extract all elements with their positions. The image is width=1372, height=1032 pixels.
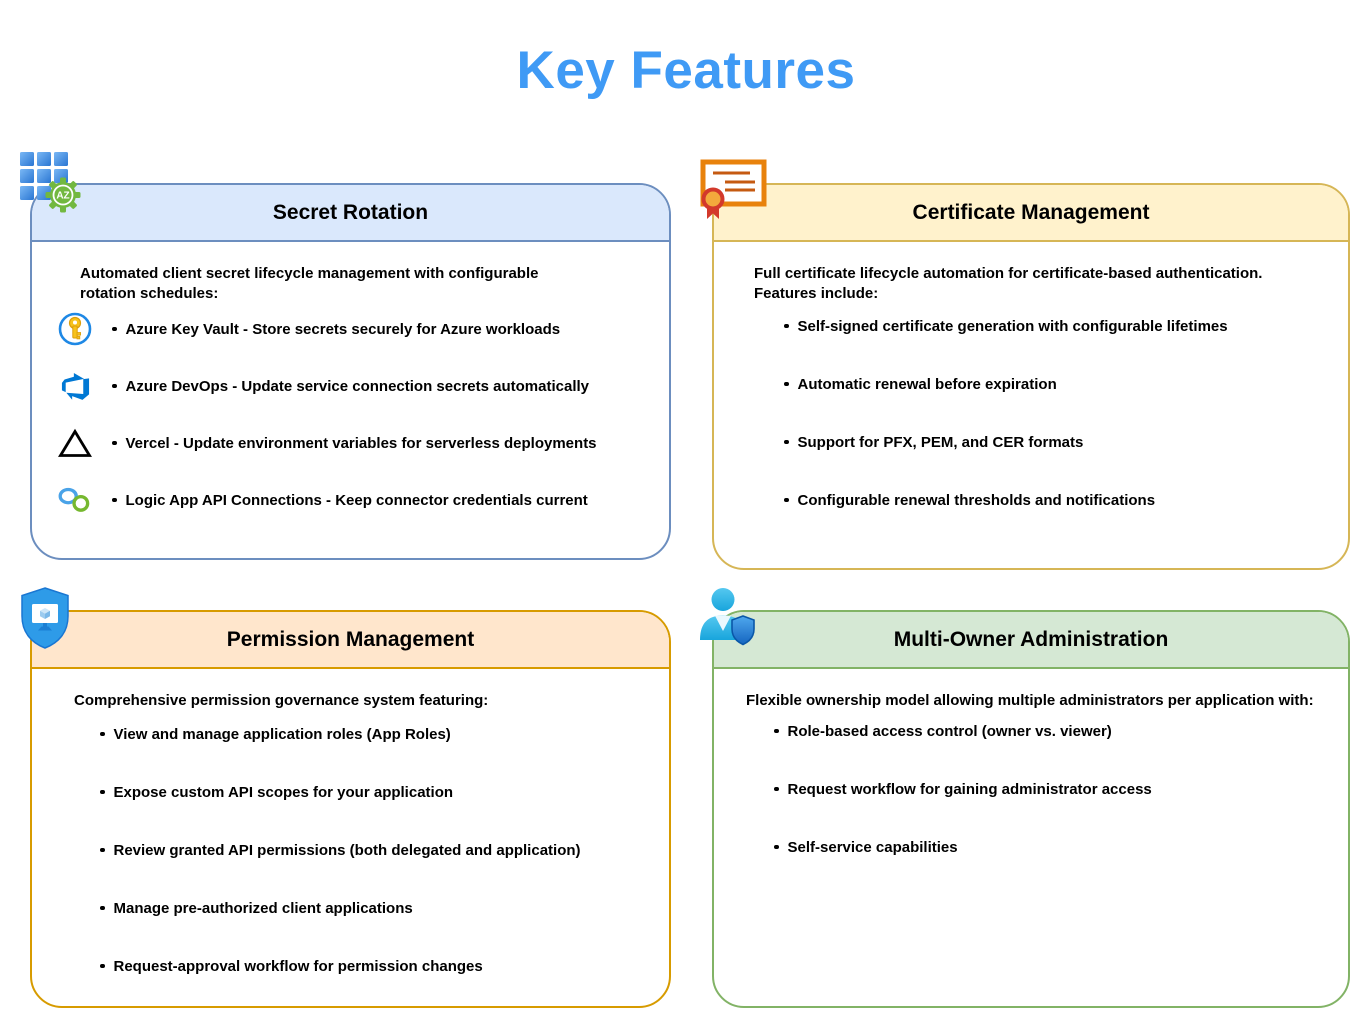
bullet-text: Configurable renewal thresholds and noti… xyxy=(797,491,1156,509)
card-permission-management-header: Permission Management xyxy=(32,612,669,669)
bullet-item: View and manage application roles (App R… xyxy=(32,724,669,744)
bullet-item: Support for PFX, PEM, and CER formats xyxy=(714,432,1348,452)
card-intro: Comprehensive permission governance syst… xyxy=(74,692,489,709)
bullet-dot xyxy=(774,728,779,734)
card-intro: Automated client secret lifecycle manage… xyxy=(80,265,539,302)
card-title: Permission Management xyxy=(226,627,475,651)
card-title: Secret Rotation xyxy=(272,200,429,224)
bullet-text: Review granted API permissions (both del… xyxy=(113,841,581,859)
card-secret-rotation-body: Automated client secret lifecycle manage… xyxy=(32,242,669,518)
bullet-text: Manage pre-authorized client application… xyxy=(113,899,413,917)
bullet-item: Review granted API permissions (both del… xyxy=(32,840,669,860)
bullet-dot xyxy=(100,847,105,853)
bullet-item: Configurable renewal thresholds and noti… xyxy=(714,490,1348,510)
bullet-dot xyxy=(112,326,117,332)
bullet-text: Logic App API Connections - Keep connect… xyxy=(125,491,588,509)
bullet-text: Request-approval workflow for permission… xyxy=(113,957,483,975)
bullet-item: Logic App API Connections - Keep connect… xyxy=(32,482,669,518)
certificate-icon xyxy=(698,158,768,227)
card-secret-rotation-header: Secret Rotation xyxy=(32,185,669,242)
bullet-text: View and manage application roles (App R… xyxy=(113,725,451,743)
card-certificate-management-header: Certificate Management xyxy=(714,185,1348,242)
vercel-icon xyxy=(57,425,93,461)
bullet-dot xyxy=(774,844,779,850)
page-title: Key Features xyxy=(516,41,856,100)
bullet-item: Vercel - Update environment variables fo… xyxy=(32,425,669,461)
bullet-item: Role-based access control (owner vs. vie… xyxy=(714,721,1348,741)
svg-text:AZ: AZ xyxy=(56,191,69,202)
bullet-text: Self-service capabilities xyxy=(787,838,958,856)
card-intro: Flexible ownership model allowing multip… xyxy=(746,692,1314,709)
bullet-text: Automatic renewal before expiration xyxy=(797,375,1057,393)
bullet-dot xyxy=(100,731,105,737)
bullet-text: Self-signed certificate generation with … xyxy=(797,317,1228,335)
bullet-dot xyxy=(784,439,789,445)
bullet-item: Automatic renewal before expiration xyxy=(714,374,1348,394)
bullet-dot xyxy=(774,786,779,792)
bullet-item: Request workflow for gaining administrat… xyxy=(714,779,1348,799)
bullet-item: Azure DevOps - Update service connection… xyxy=(32,368,669,404)
bullet-text: Request workflow for gaining administrat… xyxy=(787,780,1152,798)
card-multi-owner-administration: Multi-Owner Administration Flexible owne… xyxy=(712,610,1350,1008)
bullet-dot xyxy=(112,383,117,389)
azure-key-vault-icon xyxy=(57,311,93,347)
card-certificate-management: Certificate Management Full certificate … xyxy=(712,183,1350,570)
card-title: Multi-Owner Administration xyxy=(893,627,1169,651)
bullet-dot xyxy=(112,440,117,446)
card-permission-management: Permission Management Comprehensive perm… xyxy=(30,610,671,1008)
bullet-dot xyxy=(784,323,789,329)
card-title: Certificate Management xyxy=(912,200,1150,224)
bullet-dot xyxy=(112,497,117,503)
card-secret-rotation: Secret Rotation Automated client secret … xyxy=(30,183,671,560)
bullet-dot xyxy=(784,381,789,387)
card-permission-management-body: Comprehensive permission governance syst… xyxy=(32,669,669,976)
bullet-text: Azure Key Vault - Store secrets securely… xyxy=(125,320,561,338)
shield-monitor-icon xyxy=(18,586,72,655)
card-intro: Full certificate lifecycle automation fo… xyxy=(754,265,1263,302)
bullet-item: Azure Key Vault - Store secrets securely… xyxy=(32,311,669,347)
azure-devops-icon xyxy=(57,368,93,404)
bullet-text: Azure DevOps - Update service connection… xyxy=(125,377,590,395)
bullet-text: Support for PFX, PEM, and CER formats xyxy=(797,433,1084,451)
bullet-dot xyxy=(100,905,105,911)
bullet-text: Role-based access control (owner vs. vie… xyxy=(787,722,1112,740)
user-shield-icon xyxy=(696,586,756,653)
bullet-text: Expose custom API scopes for your applic… xyxy=(113,783,454,801)
bullet-item: Expose custom API scopes for your applic… xyxy=(32,782,669,802)
bullet-dot xyxy=(784,497,789,503)
card-multi-owner-header: Multi-Owner Administration xyxy=(714,612,1348,669)
bullet-text: Vercel - Update environment variables fo… xyxy=(125,434,597,452)
card-certificate-management-body: Full certificate lifecycle automation fo… xyxy=(714,242,1348,510)
azure-app-grid-gear-icon: AZ xyxy=(18,150,82,219)
bullet-dot xyxy=(100,789,105,795)
logic-apps-icon xyxy=(57,482,93,518)
bullet-item: Self-signed certificate generation with … xyxy=(714,316,1348,336)
bullet-item: Manage pre-authorized client application… xyxy=(32,898,669,918)
bullet-dot xyxy=(100,963,105,969)
bullet-item: Self-service capabilities xyxy=(714,837,1348,857)
card-multi-owner-body: Flexible ownership model allowing multip… xyxy=(714,669,1348,857)
bullet-item: Request-approval workflow for permission… xyxy=(32,956,669,976)
